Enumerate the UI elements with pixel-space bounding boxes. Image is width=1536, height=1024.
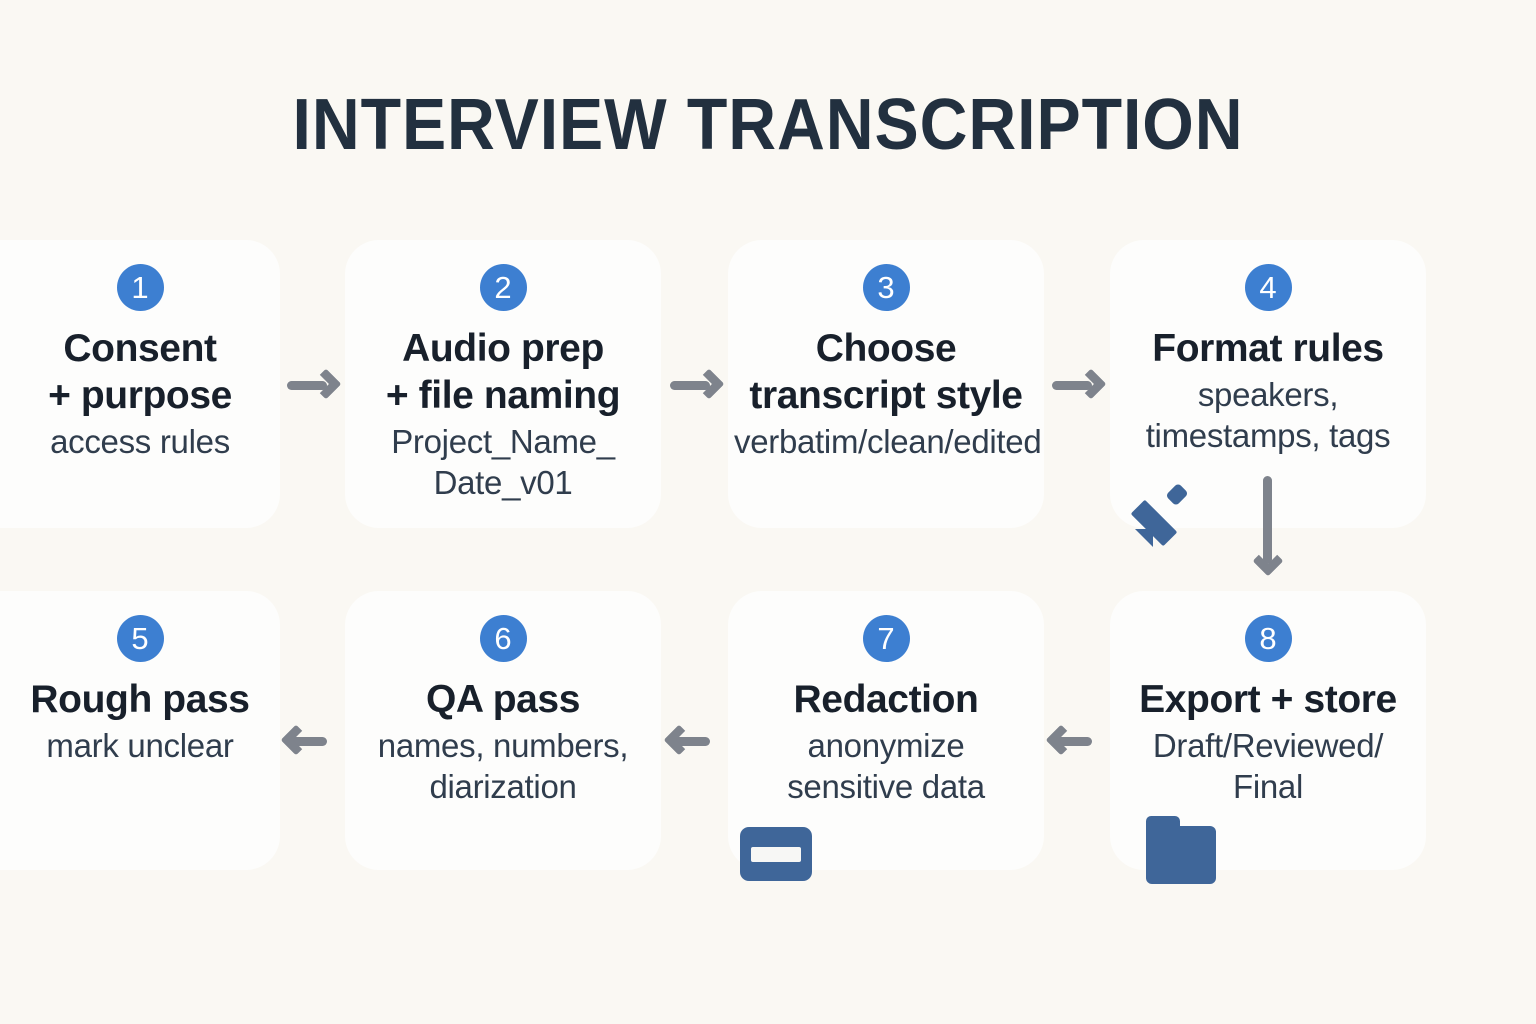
page-title: INTERVIEW TRANSCRIPTION [292, 85, 1244, 165]
arrow-1-to-2 [283, 362, 342, 406]
step-title-line-1: Choose [815, 327, 957, 370]
step-title-line-1: Audio prep [402, 327, 604, 370]
step-card-2[interactable]: 2 Audio prep + file naming Project_Name_… [345, 240, 661, 528]
step-number-badge-6: 6 [479, 615, 527, 662]
step-title-7: Redaction [728, 676, 1044, 723]
step-title-line-2: + file naming [385, 374, 621, 417]
arrow-3-to-4 [1048, 362, 1107, 406]
step-title-4: Format rules [1110, 325, 1426, 372]
step-subtitle-line-2: sensitive data [787, 768, 985, 805]
step-number-badge-5: 5 [116, 615, 164, 662]
arrow-4-to-8 [1246, 476, 1290, 588]
step-subtitle-line-2: diarization [429, 768, 577, 805]
step-title-line-1: QA pass [426, 678, 580, 721]
step-title-line-1: Rough pass [30, 678, 250, 721]
step-card-3[interactable]: 3 Choose transcript style verbatim/clean… [728, 240, 1044, 528]
folder-icon [1146, 814, 1216, 884]
step-title-line-1: Redaction [793, 678, 979, 721]
arrow-8-to-7 [1045, 718, 1104, 762]
step-card-7[interactable]: 7 Redaction anonymize sensitive data [728, 591, 1044, 881]
document-lines-icon [0, 812, 2, 882]
step-subtitle-7: anonymize sensitive data [728, 725, 1044, 807]
step-subtitle-line-1: speakers, [1197, 376, 1339, 413]
arrow-6-to-5 [280, 718, 339, 762]
step-subtitle-2: Project_Name_ Date_v01 [345, 421, 661, 503]
step-subtitle-line-1: Draft/Reviewed/ [1152, 727, 1384, 764]
step-subtitle-4: speakers, timestamps, tags [1110, 374, 1426, 456]
step-title-5: Rough pass [0, 676, 280, 723]
step-number-badge-8: 8 [1244, 615, 1292, 662]
step-card-1[interactable]: 1 Consent + purpose access rules [0, 240, 280, 528]
step-number-badge-1: 1 [116, 264, 164, 311]
step-number-badge-2: 2 [479, 264, 527, 311]
step-number-badge-3: 3 [862, 264, 910, 311]
step-title-8: Export + store [1110, 676, 1426, 723]
step-subtitle-line-1: names, numbers, [377, 727, 629, 764]
step-card-5[interactable]: 5 Rough pass mark unclear [0, 591, 280, 870]
arrow-2-to-3 [666, 362, 725, 406]
step-card-4[interactable]: 4 Format rules speakers, timestamps, tag… [1110, 240, 1426, 547]
step-subtitle-line-1: Project_Name_ [391, 423, 615, 460]
arrow-7-to-6 [663, 718, 722, 762]
step-title-3: Choose transcript style [728, 325, 1044, 419]
step-subtitle-5: mark unclear [46, 727, 234, 764]
step-title-line-2: + purpose [48, 374, 232, 417]
step-title-line-1: Consent [63, 327, 217, 370]
step-title-line-2: transcript style [749, 374, 1023, 417]
step-subtitle-line-2: Final [1232, 768, 1304, 805]
step-subtitle-8: Draft/Reviewed/ Final [1110, 725, 1426, 807]
step-subtitle-1: access rules [50, 423, 230, 460]
step-title-1: Consent + purpose [0, 325, 280, 419]
step-card-6[interactable]: 6 QA pass names, numbers, diarization [345, 591, 661, 870]
step-subtitle-line-1: anonymize [807, 727, 965, 764]
step-title-6: QA pass [345, 676, 661, 723]
step-title-line-1: Format rules [1152, 327, 1384, 370]
step-number-badge-7: 7 [862, 615, 910, 662]
step-subtitle-line-2: timestamps, tags [1145, 417, 1391, 454]
step-title-2: Audio prep + file naming [345, 325, 661, 419]
step-subtitle-6: names, numbers, diarization [345, 725, 661, 807]
step-number-badge-4: 4 [1244, 264, 1292, 311]
step-card-8[interactable]: 8 Export + store Draft/Reviewed/ Final [1110, 591, 1426, 884]
step-title-line-1: Export + store [1139, 678, 1397, 721]
step-subtitle-line-2: Date_v01 [433, 464, 573, 501]
pencil-icon [1128, 482, 1192, 552]
step-subtitle-3: verbatim/clean/edited [734, 423, 1042, 460]
redaction-bar-icon [740, 811, 812, 881]
